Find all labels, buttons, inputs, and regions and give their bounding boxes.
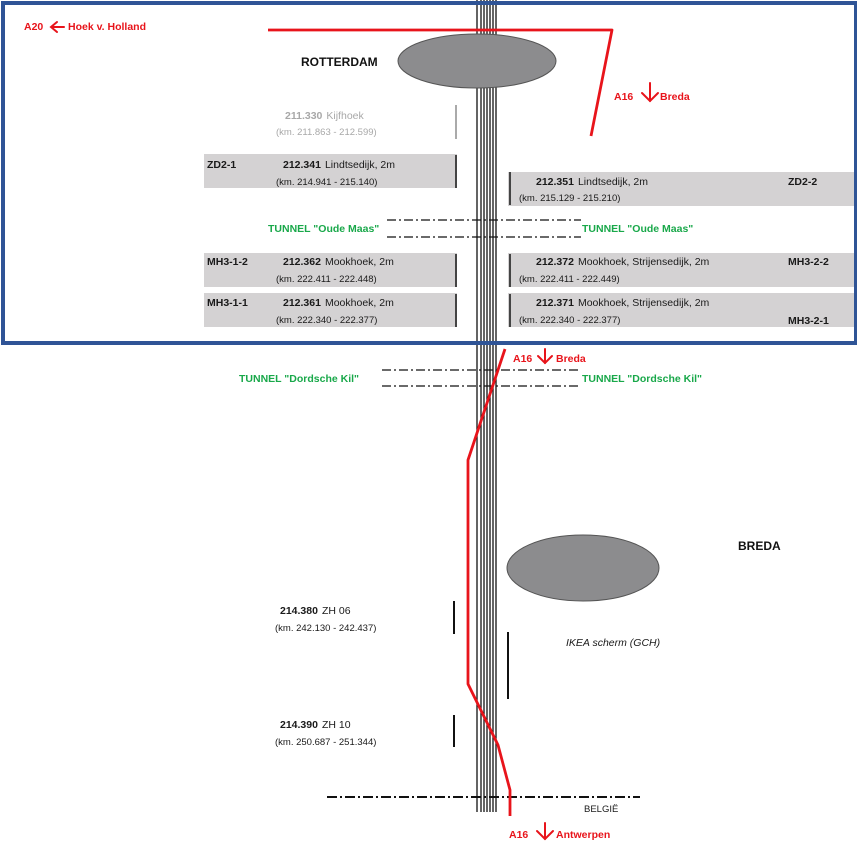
section-mh3-2-1-code: MH3-2-1 <box>788 315 829 327</box>
bottom-barriers <box>453 601 509 747</box>
section-box-mh3-1-1 <box>204 293 457 327</box>
a16-label-bottom: A16 <box>509 829 528 841</box>
section-zh06-km: (km. 242.130 - 242.437) <box>275 623 376 634</box>
a16-label-top: A16 <box>614 91 633 103</box>
a20-a16-route-top <box>268 28 614 137</box>
a16-label-mid: A16 <box>513 353 532 365</box>
section-mh3-1-1-code: MH3-1-1 <box>207 297 248 309</box>
section-box-zd2-2 <box>508 172 857 206</box>
section-mh3-2-2-code: MH3-2-2 <box>788 256 829 268</box>
section-mh3-1-1-km: (km. 222.340 - 222.377) <box>276 315 377 326</box>
section-mh3-2-2-km: (km. 222.411 - 222.449) <box>519 274 620 285</box>
section-mh3-2-1-km: (km. 222.340 - 222.377) <box>519 315 620 326</box>
section-box-mh3-2-2 <box>508 253 857 287</box>
section-box-mh3-2-1 <box>508 293 857 327</box>
city-rotterdam: ROTTERDAM <box>301 55 378 69</box>
a16-breda-mid: Breda <box>556 353 586 365</box>
tunnel-lines <box>382 219 581 387</box>
section-box-mh3-1-2 <box>204 253 457 287</box>
tunnel-oude-maas-right: TUNNEL "Oude Maas" <box>582 223 693 235</box>
arrow-left-icon <box>49 21 65 33</box>
a20-label: A20 <box>24 21 43 33</box>
city-breda: BREDA <box>738 539 781 553</box>
section-mh3-1-2-code: MH3-1-2 <box>207 256 248 268</box>
ikea-barrier-label: IKEA scherm (GCH) <box>566 637 660 649</box>
route-lines <box>268 28 614 816</box>
tunnel-oude-maas-left: TUNNEL "Oude Maas" <box>268 223 379 235</box>
section-zd2-2-km: (km. 215.129 - 215.210) <box>519 193 620 204</box>
section-zd2-1-km: (km. 214.941 - 215.140) <box>276 177 377 188</box>
section-kijfhoek-km: (km. 211.863 - 212.599) <box>276 127 377 138</box>
arrow-down-icon <box>536 822 554 841</box>
arrow-down-icon <box>537 348 553 365</box>
section-box-zd2-1 <box>204 154 457 188</box>
section-zd2-2-code: ZD2-2 <box>788 176 817 188</box>
section-mh3-1-2-km: (km. 222.411 - 222.448) <box>276 274 377 285</box>
section-zd2-1-code: ZD2-1 <box>207 159 236 171</box>
a20-destination: Hoek v. Holland <box>68 21 146 33</box>
a16-route-south <box>466 348 512 816</box>
rotterdam-shape <box>397 33 557 89</box>
a16-breda-top: Breda <box>660 91 690 103</box>
section-zh10-km: (km. 250.687 - 251.344) <box>275 737 376 748</box>
route-arrows <box>49 21 659 841</box>
border-label: BELGIË <box>584 804 618 815</box>
arrow-down-icon <box>641 82 659 103</box>
tunnel-dordsche-kil-left: TUNNEL "Dordsche Kil" <box>239 373 359 385</box>
region-frame <box>1 1 857 345</box>
breda-shape <box>506 534 660 602</box>
tunnel-dordsche-kil-right: TUNNEL "Dordsche Kil" <box>582 373 702 385</box>
barrier-markers <box>455 105 511 327</box>
a16-antwerpen: Antwerpen <box>556 829 610 841</box>
